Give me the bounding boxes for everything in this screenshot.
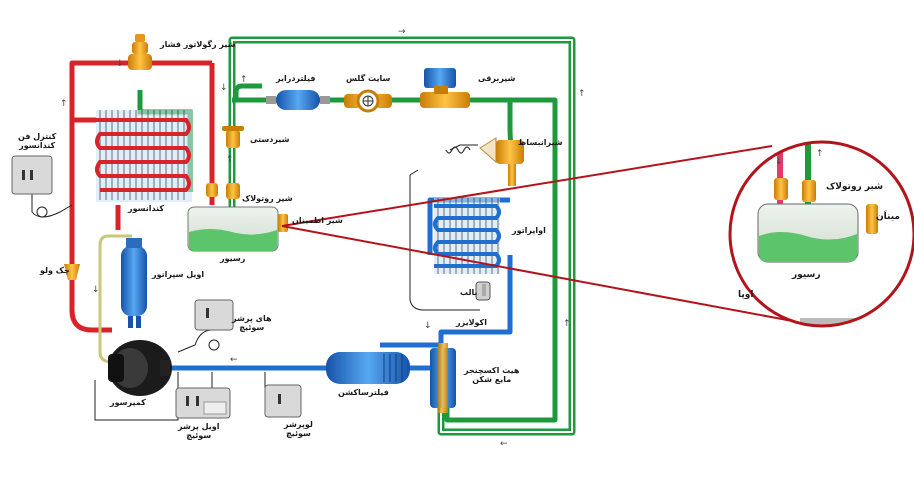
label-equalizer: اکولایزر <box>456 318 487 327</box>
flow-arrow: ↓ <box>92 285 100 295</box>
label-line: های پرشر <box>232 314 272 323</box>
rotalock-valve <box>206 183 240 199</box>
flow-arrow: ↑ <box>563 319 571 329</box>
label-bulb: بالب <box>460 288 478 297</box>
label-expansion-valve: شیرانبساط <box>518 138 563 147</box>
label-oil-separator: اویل سپراتور <box>152 270 205 279</box>
flow-arrow: ↑ <box>578 89 586 99</box>
oil-separator <box>121 238 147 328</box>
flow-arrow: ↑ <box>60 99 68 109</box>
label-evaporator: اواپراتور <box>512 226 546 235</box>
sensing-bulb <box>475 281 491 301</box>
solenoid-valve <box>420 68 470 108</box>
receiver-tank <box>187 206 279 252</box>
flow-arrow: ← <box>500 439 508 449</box>
compressor <box>108 340 172 396</box>
manual-valve <box>222 126 244 148</box>
label-solenoid-valve: شیربرقی <box>478 74 516 83</box>
label-receiver: رسیور <box>220 254 246 263</box>
label-condenser-fan-control: کنترل فن کندانسور <box>18 132 56 150</box>
label-suction-filter: فیلترساکشن <box>338 388 389 397</box>
label-line: مایع شکن <box>472 375 512 385</box>
suction-filter <box>326 352 410 384</box>
zoom-label-receiver: رسیور <box>792 270 821 280</box>
label-check-valve: چک ولو <box>40 266 70 275</box>
heat-exchanger <box>430 343 456 413</box>
safety-valve <box>278 214 288 232</box>
evaporator-coil <box>433 198 501 274</box>
label-line: سوئیچ <box>285 429 311 439</box>
label-line: اویل پرشر <box>178 422 220 431</box>
flow-arrow: ↑ <box>226 155 234 165</box>
label-compressor: کمپرسور <box>110 398 146 407</box>
label-oil-pressure-switch: اویل پرشر سوئیچ <box>178 422 219 440</box>
expansion-valve <box>445 137 524 186</box>
flow-arrow: ↓ <box>424 321 432 331</box>
filter-drier <box>266 90 330 110</box>
flow-arrow: ↑ <box>816 149 824 159</box>
label-line: کنترل فن <box>18 132 57 141</box>
flow-arrow: → <box>398 27 406 37</box>
label-pressure-regulator-valve: شیر رگولاتور فشار <box>160 40 236 49</box>
label-filter-drier: فیلتردرایر <box>276 74 316 83</box>
oil-pressure-switch-box <box>175 387 231 419</box>
label-line: هیت اکسچنجر <box>464 366 520 375</box>
label-safety-valve: شیر اطمینان <box>292 216 343 225</box>
label-line: سوئیچ <box>239 323 265 333</box>
zoom-connector-lines <box>281 145 799 323</box>
condenser-coil <box>95 110 192 202</box>
zoom-label-evaporator-partial: اوپا <box>738 290 754 300</box>
label-heat-exchanger: هیت اکسچنجر مایع شکن <box>464 366 519 384</box>
hot-gas-line <box>69 60 215 333</box>
low-pressure-switch-box <box>264 384 302 418</box>
label-sight-glass: سایت گلس <box>346 74 391 83</box>
flow-arrow: ← <box>230 355 238 365</box>
zoom-label-rotalock-valve: شیر روتولاک <box>826 182 883 192</box>
label-line: سوئیچ <box>186 431 212 441</box>
label-line: لوپرشر <box>284 420 313 429</box>
label-condenser: کندانسور <box>128 204 165 213</box>
sight-glass <box>344 89 392 113</box>
label-line: کندانسور <box>19 141 56 151</box>
zoom-inset <box>728 140 914 328</box>
high-pressure-switch-box <box>194 299 234 351</box>
oil-return-line <box>98 234 132 364</box>
check-valve <box>64 264 80 280</box>
flow-arrow: ↓ <box>116 59 124 69</box>
label-rotalock-valve: شیر روتولاک <box>242 194 293 203</box>
label-manual-valve: شیردستی <box>250 135 290 144</box>
pressure-regulator-valve <box>128 34 152 70</box>
condenser-fan-control-box <box>11 155 53 218</box>
zoom-label-safety-partial: میناَن <box>876 212 900 222</box>
label-low-pressure-switch: لوپرشر سوئیچ <box>284 420 313 438</box>
flow-arrow: ↓ <box>775 157 783 167</box>
flow-arrow: ↑ <box>240 75 248 85</box>
label-high-pressure-switch: های پرشر سوئیچ <box>232 314 272 332</box>
flow-arrow: ↓ <box>220 83 228 93</box>
